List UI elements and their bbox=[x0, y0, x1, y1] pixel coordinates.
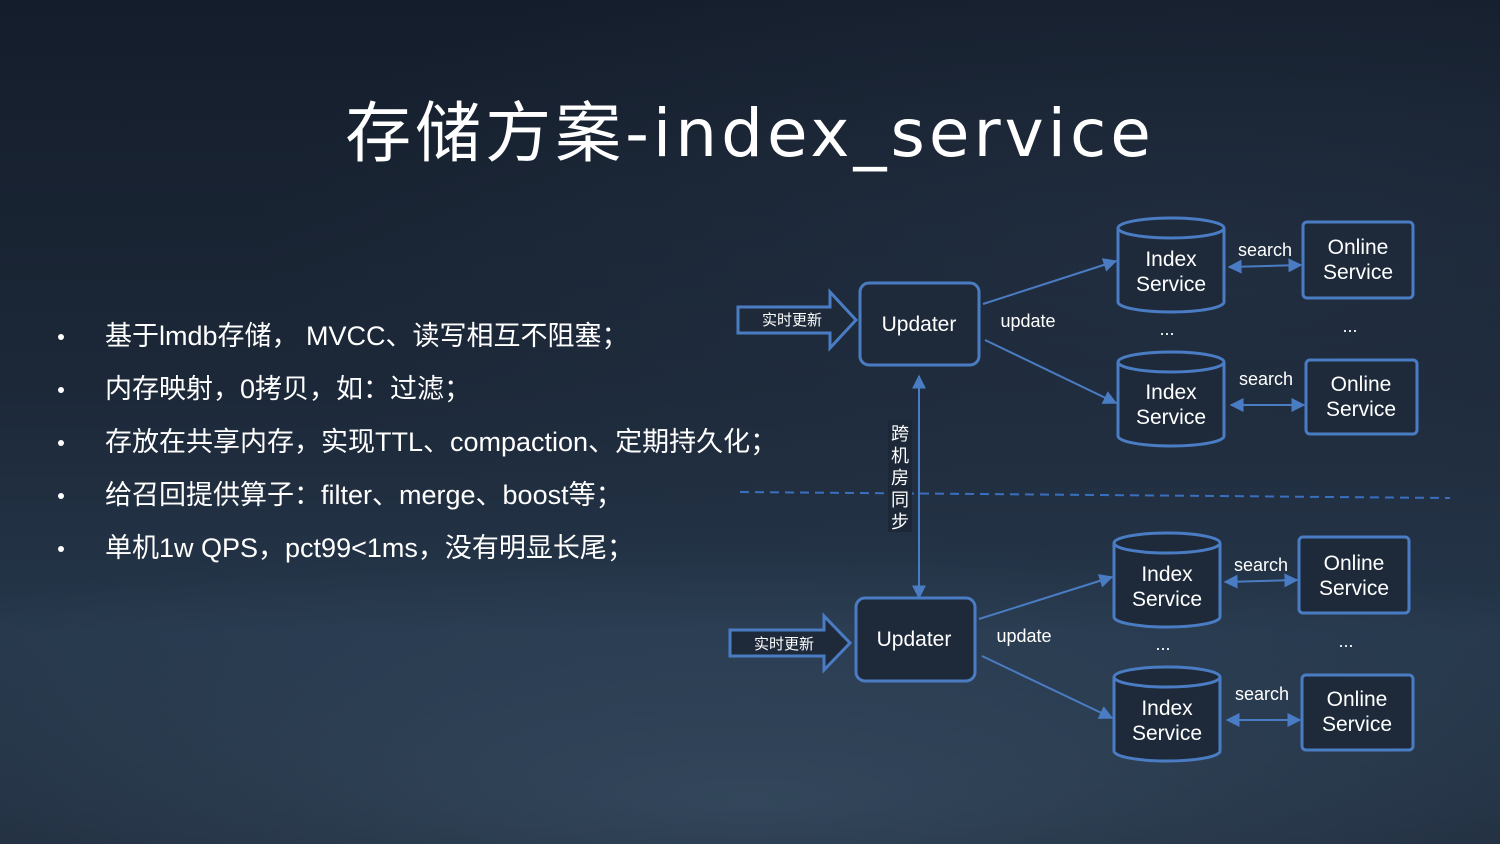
realtime-update-label: 实时更新 bbox=[762, 312, 822, 329]
online-service-label: Service bbox=[1323, 261, 1393, 284]
online-service-box: Online Service bbox=[1297, 535, 1411, 615]
bullet-item: 基于lmdb存储， MVCC、读写相互不阻塞； bbox=[55, 312, 777, 365]
update-label: update bbox=[996, 626, 1051, 646]
sync-char: 步 bbox=[891, 512, 909, 532]
sync-char: 跨 bbox=[891, 424, 909, 444]
online-service-box: Online Service bbox=[1304, 358, 1419, 436]
ellipsis: ... bbox=[1155, 634, 1170, 654]
index-service-label: Service bbox=[1132, 588, 1202, 611]
update-arrow bbox=[978, 574, 1114, 620]
search-label: search bbox=[1234, 555, 1288, 575]
updater-label: Updater bbox=[882, 313, 957, 336]
index-service-label: Service bbox=[1132, 722, 1202, 745]
index-service-label: Index bbox=[1141, 697, 1193, 720]
update-label: update bbox=[1000, 311, 1055, 331]
bullet-item: 单机1w QPS，pct99<1ms，没有明显长尾； bbox=[55, 524, 777, 577]
online-service-label: Service bbox=[1326, 398, 1396, 421]
index-service-db: Index Service bbox=[1116, 350, 1226, 448]
bullet-dot-icon bbox=[58, 546, 64, 552]
index-service-label: Service bbox=[1136, 273, 1206, 296]
ellipsis: ... bbox=[1342, 316, 1357, 336]
bullet-item: 内存映射，0拷贝，如：过滤； bbox=[55, 365, 777, 418]
index-service-db: Index Service bbox=[1112, 665, 1222, 763]
online-service-box: Online Service bbox=[1301, 220, 1415, 300]
index-service-label: Service bbox=[1136, 406, 1206, 429]
online-service-label: Online bbox=[1328, 236, 1389, 259]
update-arrow bbox=[982, 258, 1118, 305]
sync-char: 同 bbox=[891, 490, 909, 510]
online-service-box: Online Service bbox=[1300, 673, 1415, 752]
bullet-dot-icon bbox=[58, 387, 64, 393]
update-arrow bbox=[981, 655, 1114, 719]
online-service-label: Online bbox=[1327, 688, 1388, 711]
realtime-update-arrow: 实时更新 bbox=[728, 612, 853, 674]
search-label: search bbox=[1235, 684, 1289, 704]
bullet-text: 给召回提供算子：filter、merge、boost等； bbox=[105, 480, 623, 510]
index-service-label: Index bbox=[1141, 563, 1193, 586]
online-service-label: Online bbox=[1331, 373, 1392, 396]
bullet-text: 单机1w QPS，pct99<1ms，没有明显长尾； bbox=[105, 533, 634, 563]
realtime-update-arrow: 实时更新 bbox=[736, 288, 859, 352]
bullet-dot-icon bbox=[58, 440, 64, 446]
datacenter-separator-line bbox=[739, 491, 1451, 499]
cross-dc-sync-label: 跨 机 房 同 步 bbox=[888, 420, 912, 532]
bullet-text: 基于lmdb存储， MVCC、读写相互不阻塞； bbox=[105, 321, 629, 351]
online-service-label: Service bbox=[1322, 713, 1392, 736]
search-arrow bbox=[1227, 258, 1303, 274]
slide-title: 存储方案-index_service bbox=[345, 95, 1155, 172]
ellipsis: ... bbox=[1159, 319, 1174, 339]
ellipsis: ... bbox=[1338, 631, 1353, 651]
bullet-text: 存放在共享内存，实现TTL、compaction、定期持久化； bbox=[105, 427, 778, 457]
bullet-item: 给召回提供算子：filter、merge、boost等； bbox=[55, 471, 777, 524]
bullet-list: 基于lmdb存储， MVCC、读写相互不阻塞； 内存映射，0拷贝，如：过滤； 存… bbox=[55, 312, 777, 577]
sync-char: 机 bbox=[891, 446, 909, 466]
updater-box: Updater bbox=[854, 596, 977, 683]
sync-char: 房 bbox=[891, 468, 909, 488]
online-service-label: Online bbox=[1324, 552, 1385, 575]
bullet-item: 存放在共享内存，实现TTL、compaction、定期持久化； bbox=[55, 418, 777, 471]
updater-box: Updater bbox=[858, 281, 981, 367]
update-arrow bbox=[984, 339, 1118, 404]
index-service-db: Index Service bbox=[1112, 531, 1222, 629]
updater-label: Updater bbox=[877, 628, 952, 651]
search-label: search bbox=[1239, 369, 1293, 389]
realtime-update-label: 实时更新 bbox=[754, 636, 814, 653]
bullet-dot-icon bbox=[58, 493, 64, 499]
bullet-text: 内存映射，0拷贝，如：过滤； bbox=[105, 374, 472, 404]
index-service-label: Index bbox=[1145, 381, 1197, 404]
bullet-dot-icon bbox=[58, 334, 64, 340]
online-service-label: Service bbox=[1319, 577, 1389, 600]
index-service-db: Index Service bbox=[1116, 216, 1226, 314]
index-service-label: Index bbox=[1145, 248, 1197, 271]
search-label: search bbox=[1238, 240, 1292, 260]
search-arrow bbox=[1223, 573, 1299, 589]
